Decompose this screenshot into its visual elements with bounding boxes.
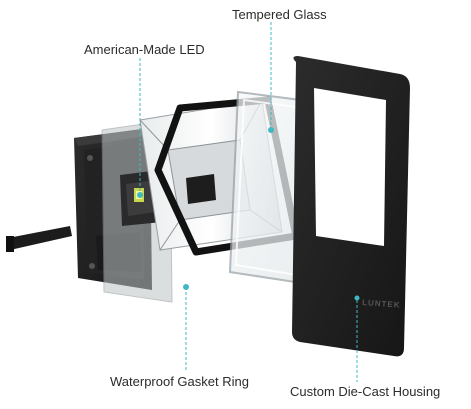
callout-american-made-led: American-Made LED bbox=[84, 42, 205, 57]
callout-tempered-glass: Tempered Glass bbox=[232, 7, 327, 22]
mounting-bracket bbox=[6, 226, 72, 252]
housing-callout-dot bbox=[354, 295, 360, 301]
callout-dot-glass bbox=[268, 127, 274, 133]
brand-mark: LUNTEK bbox=[362, 298, 401, 310]
front-housing: LUNTEK bbox=[292, 56, 410, 357]
callout-dot-gasket bbox=[183, 284, 189, 290]
callout-custom-die-cast-housing: Custom Die-Cast Housing bbox=[290, 384, 441, 399]
callout-lines bbox=[137, 22, 358, 382]
callout-dot-led bbox=[137, 192, 143, 198]
callout-waterproof-gasket-ring: Waterproof Gasket Ring bbox=[110, 374, 249, 389]
